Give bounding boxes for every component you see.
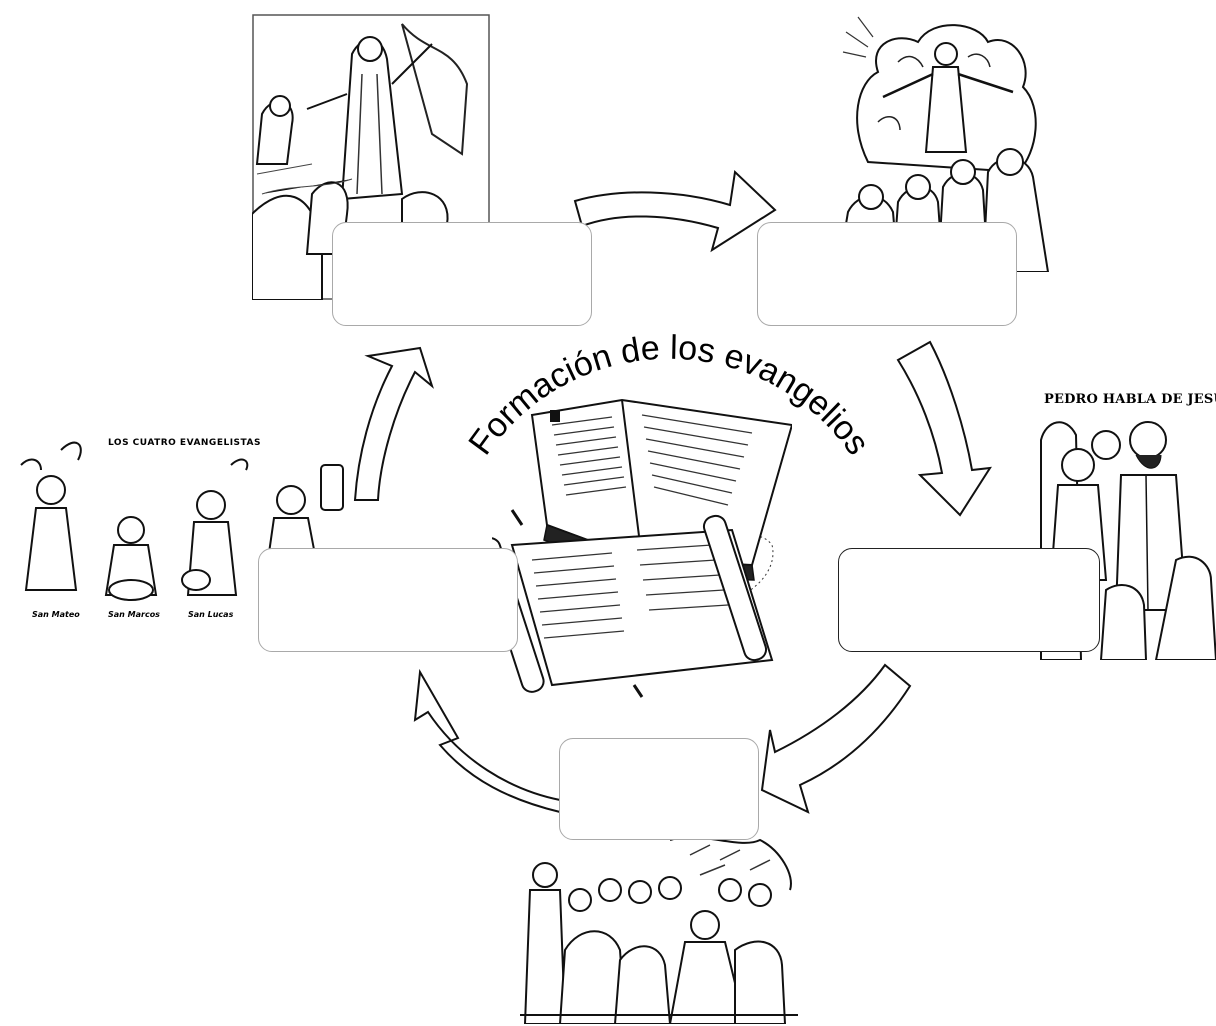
evangelist-name-marcos: San Marcos [108, 610, 160, 619]
answer-box-bottom[interactable] [559, 738, 759, 840]
book-and-scroll-illustration [492, 395, 792, 700]
arrow-top [573, 169, 777, 253]
pedro-heading: PEDRO HABLA DE JESÚS [1044, 392, 1216, 407]
arrow-right [896, 340, 992, 517]
diagram-title: Formación de los evangelios [461, 329, 877, 462]
disciples-gathering-illustration [520, 830, 798, 1024]
jesus-teaching-illustration [252, 14, 490, 300]
arrow-bottom-left [413, 668, 561, 814]
answer-box-left[interactable] [258, 548, 518, 652]
evangelists-illustration: LOS CUATRO EVANGELISTAS San Mateo San Ma… [6, 430, 356, 630]
arrow-bottom-right [760, 663, 912, 814]
answer-box-top-right[interactable] [757, 222, 1017, 326]
svg-text:Formación de los evangelios: Formación de los evangelios [461, 329, 877, 462]
evangelist-name-mateo: San Mateo [32, 610, 80, 619]
answer-box-top-left[interactable] [332, 222, 592, 326]
arrow-left [353, 346, 434, 501]
evangelists-heading: LOS CUATRO EVANGELISTAS [108, 438, 261, 448]
pedro-illustration: PEDRO HABLA DE JESÚS [1036, 380, 1216, 660]
answer-box-right[interactable] [838, 548, 1100, 652]
evangelist-name-lucas: San Lucas [188, 610, 234, 619]
